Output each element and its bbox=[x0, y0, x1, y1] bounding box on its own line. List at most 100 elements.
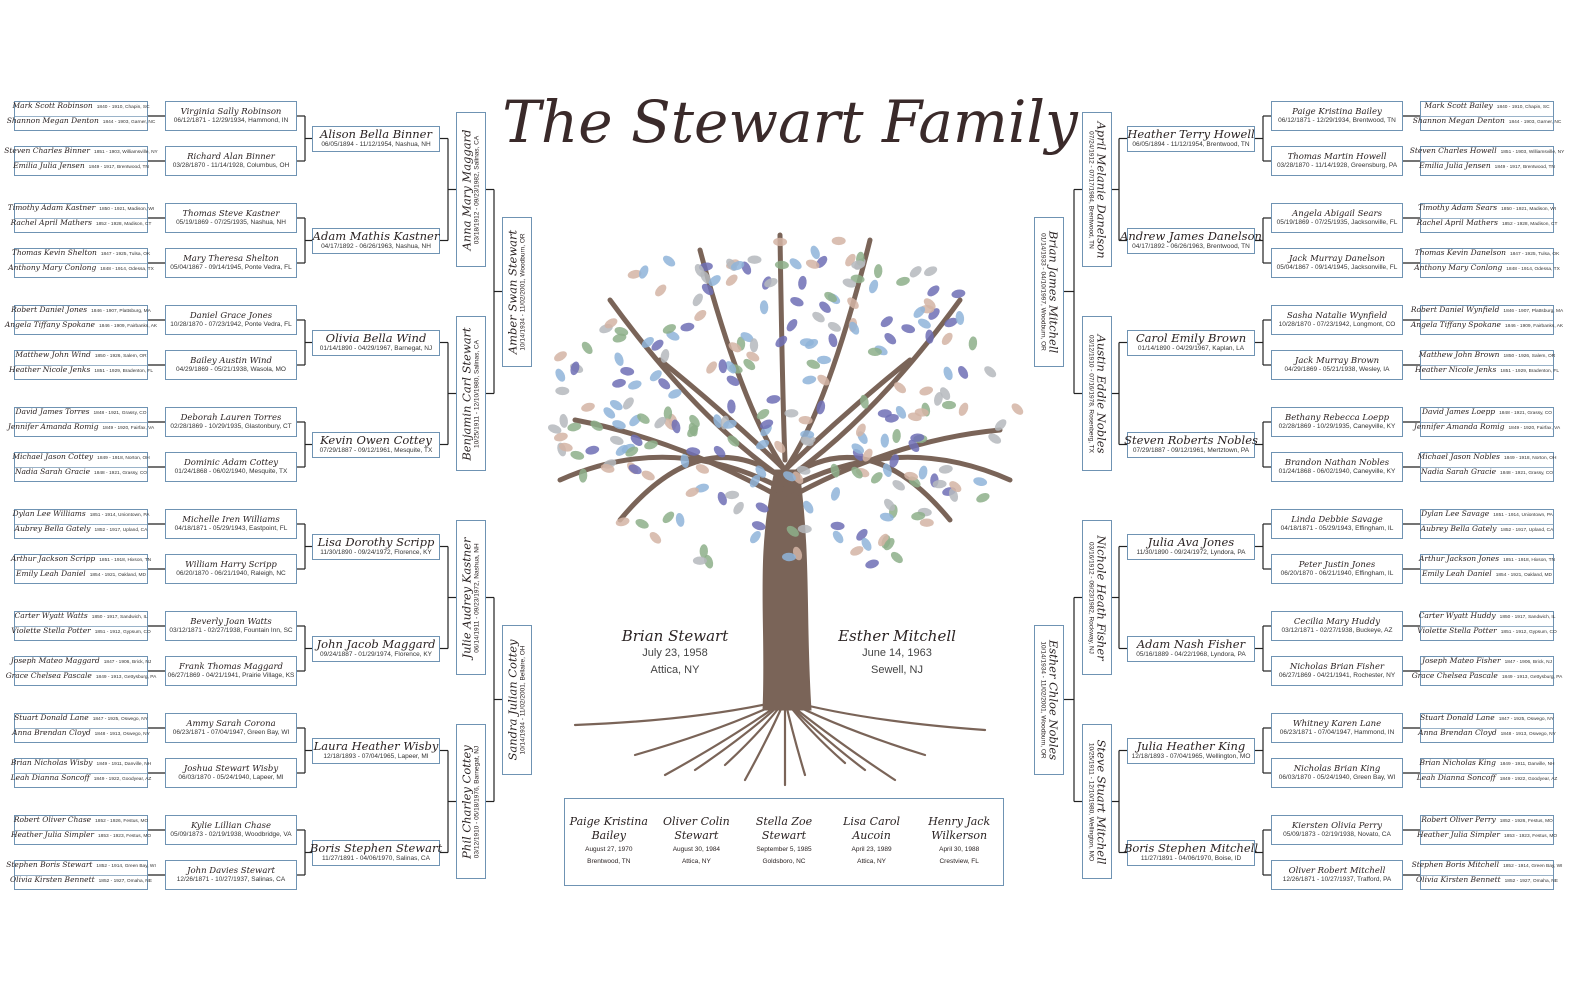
person-dates: 1850 - 1921, Madison, WI bbox=[99, 207, 155, 213]
person-name: Joseph Mateo Maggard bbox=[10, 656, 100, 666]
person-dates: 1840 - 1910, Chapin, SC bbox=[96, 105, 150, 111]
leaf bbox=[896, 276, 910, 286]
person-name: John Jacob Maggard bbox=[316, 637, 436, 652]
person-name: Anna Brendan Cloyd bbox=[12, 727, 91, 737]
person-dates: 06/27/1869 - 04/21/1941, Rochester, NY bbox=[1278, 671, 1396, 679]
leaf bbox=[904, 471, 919, 481]
leaf bbox=[832, 530, 844, 544]
leaf bbox=[585, 445, 600, 455]
person-name: Julia Ava Jones bbox=[1147, 535, 1235, 550]
leaf bbox=[685, 487, 699, 497]
leaf bbox=[725, 361, 737, 374]
leaf bbox=[783, 471, 796, 482]
leaf bbox=[663, 255, 676, 267]
leaf bbox=[694, 264, 705, 277]
leaf bbox=[751, 521, 766, 531]
leaf bbox=[726, 375, 740, 386]
leaf bbox=[1011, 403, 1024, 415]
person-dates: 1852 - 1917, Upland, CA bbox=[94, 527, 148, 533]
person-dates: 07/29/1887 - 09/12/1961, Mertztown, PA bbox=[1132, 447, 1250, 455]
leaf bbox=[654, 416, 667, 429]
person-name: Cecilia Mary Huddy bbox=[1293, 616, 1381, 627]
leaf bbox=[713, 445, 726, 458]
person-name: Alison Bella Binner bbox=[320, 127, 432, 142]
leaf bbox=[687, 425, 699, 438]
child-place: Crestview, FL bbox=[939, 857, 979, 865]
leaf bbox=[692, 556, 707, 565]
leaf bbox=[927, 285, 940, 297]
person-dates: 1847 - 1925, Oswego, NY bbox=[1498, 717, 1554, 723]
leaf bbox=[725, 490, 740, 500]
person-dates: 1850 - 1917, Sandwich, IL bbox=[1499, 615, 1556, 621]
leaf bbox=[774, 260, 789, 270]
person-name: Heather Julia Simpler bbox=[1416, 829, 1501, 839]
leaf bbox=[913, 306, 926, 318]
person-name: Kevin Owen Cottey bbox=[320, 433, 432, 448]
leaf bbox=[728, 342, 742, 353]
person-name: Amber Swan Stewart bbox=[505, 229, 520, 354]
person-name: Kylie Lillian Chase bbox=[191, 820, 271, 831]
leaf bbox=[958, 402, 969, 416]
person-dates: 12/26/1871 - 10/27/1937, Trafford, PA bbox=[1282, 875, 1392, 883]
leaf bbox=[798, 275, 807, 290]
person-dates: 10/14/1934 - 11/02/2001, Bellaire, OH bbox=[519, 644, 527, 755]
person-dates: 1850 - 1926, Salem, OR bbox=[1503, 354, 1556, 360]
leaf bbox=[784, 409, 799, 418]
leaf bbox=[805, 259, 820, 269]
leaf bbox=[940, 387, 951, 400]
person-name: William Harry Scripp bbox=[185, 559, 277, 570]
leaf bbox=[775, 335, 788, 348]
leaf bbox=[666, 330, 680, 341]
leaf bbox=[796, 465, 811, 475]
leaf bbox=[800, 436, 814, 447]
person-dates: 06/05/1894 - 11/12/1954, Brentwood, TN bbox=[1132, 141, 1250, 149]
leaf bbox=[773, 237, 788, 247]
person-dates: 02/28/1869 - 10/29/1935, Glastonbury, CT bbox=[170, 422, 292, 430]
leaf bbox=[862, 448, 873, 462]
person-name: Rachel April Mathers bbox=[1416, 217, 1498, 227]
leaf bbox=[756, 408, 770, 420]
leaf bbox=[630, 434, 643, 446]
person-dates: 10/14/1934 - 11/02/2001, Woodburn, OR bbox=[1039, 640, 1047, 759]
person-name: Nichole Heath Fisher bbox=[1094, 534, 1109, 661]
person-dates: 1849 - 1920, Fairfax, VA bbox=[102, 425, 155, 431]
person-dates: 03/12/1910 - 05/18/1976, Barnegat, NJ bbox=[473, 745, 481, 858]
person-name: Stephen Boris Stewart bbox=[6, 860, 93, 870]
person-name: Nicholas Brian King bbox=[1293, 763, 1381, 774]
person-dates: 1848 - 1914, Odessa, TX bbox=[100, 266, 154, 272]
leaf bbox=[614, 327, 629, 336]
person-dates: 1846 - 1909, Fairbanks, AK bbox=[99, 323, 158, 329]
person-name: David James Torres bbox=[15, 407, 90, 417]
leaf bbox=[949, 481, 962, 493]
leaf bbox=[723, 419, 737, 429]
person-dates: 05/04/1867 - 09/14/1945, Jacksonville, F… bbox=[1276, 263, 1398, 271]
leaf bbox=[610, 435, 624, 445]
leaf bbox=[759, 300, 769, 315]
